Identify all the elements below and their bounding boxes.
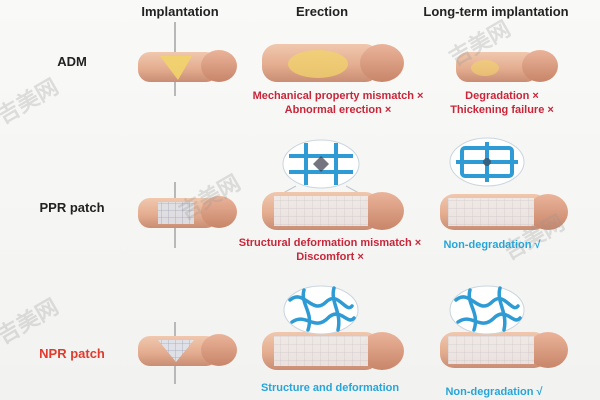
adm-long-term-illustration <box>456 50 558 82</box>
ppr-erection-zoom <box>282 139 360 189</box>
npr-implantation-illustration <box>138 322 237 384</box>
adm-long-term-result-1: Degradation × <box>465 90 539 102</box>
column-header-long-term: Long-term implantation <box>423 4 569 19</box>
npr-long-term-result-1: Non-degradation √ <box>445 386 543 398</box>
ppr-erection-results: Structural deformation mismatch × Discom… <box>239 236 421 264</box>
npr-erection-result-1: Structure and deformation <box>260 382 400 394</box>
ppr-erection-result-2: Discomfort × <box>296 251 364 263</box>
npr-long-term-zoom <box>449 285 525 335</box>
adm-erection-result-2: Abnormal erection × <box>284 104 392 116</box>
ppr-long-term-results: Non-degradation √ <box>443 238 540 252</box>
ppr-erection-illustration <box>262 185 404 230</box>
ppr-long-term-zoom <box>449 137 525 187</box>
row-label-ppr-patch: PPR patch <box>39 200 105 215</box>
ppr-long-term-result-1: Non-degradation √ <box>443 239 541 251</box>
adm-long-term-result-2: Thickening failure × <box>450 104 554 116</box>
npr-erection-results: Structure and deformation <box>261 381 399 395</box>
npr-long-term-illustration <box>440 332 568 368</box>
adm-erection-illustration <box>262 44 404 82</box>
row-label-adm: ADM <box>57 54 87 69</box>
adm-implantation-illustration <box>138 22 237 96</box>
ppr-erection-result-1: Structural deformation mismatch × <box>238 237 422 249</box>
npr-erection-zoom <box>283 285 359 335</box>
npr-erection-illustration <box>262 332 404 370</box>
npr-long-term-results: Non-degradation √ <box>445 385 542 399</box>
row-label-npr-patch: NPR patch <box>39 346 105 361</box>
column-header-erection: Erection <box>295 4 349 19</box>
adm-long-term-results: Degradation × Thickening failure × <box>450 89 554 117</box>
adm-erection-result-1: Mechanical property mismatch × <box>252 90 424 102</box>
ppr-implantation-illustration <box>138 182 237 248</box>
ppr-long-term-illustration <box>440 194 568 230</box>
column-header-implantation: Implantation <box>141 4 219 19</box>
adm-erection-results: Mechanical property mismatch × Abnormal … <box>253 89 424 117</box>
